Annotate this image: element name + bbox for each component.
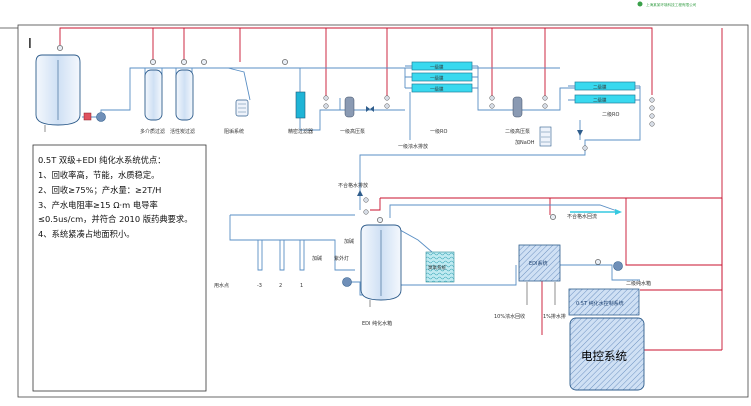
drain-label: 1%排水排: [543, 313, 566, 320]
svg-text:0.5T 纯化水控制系统: 0.5T 纯化水控制系统: [576, 300, 624, 307]
svg-text:一级RO: 一级RO: [430, 128, 447, 135]
raw-water-tank: [35, 45, 81, 132]
ro2-tube-2: 二级膜: [574, 94, 636, 104]
svg-text:一级膜: 一级膜: [430, 86, 444, 93]
instrument-cluster-5: [649, 97, 655, 127]
carbon-filter: 活性炭过滤: [170, 59, 195, 135]
precision-filter: 精密过滤器: [282, 59, 313, 135]
return-arrow-head: [615, 209, 622, 215]
point-minus3: -3: [257, 283, 262, 289]
up-arrow: [357, 190, 363, 196]
gauge-return: [550, 214, 556, 220]
panel-line-4: ≤0.5us/cm，并符合 2010 版药典要求。: [38, 214, 193, 224]
ro2-tube-1: 二级膜: [574, 81, 636, 91]
edi-system: EDI系统: [518, 244, 561, 282]
raw-valve-icon: [83, 112, 92, 121]
panel-line-5: 4、系统紧凑占地面积小。: [38, 229, 135, 239]
panel-line-2: 2、回收≥75%；产水量：≥2T/H: [38, 185, 161, 195]
instrument-cluster-2: [384, 95, 390, 109]
svg-text:精密过滤器: 精密过滤器: [288, 128, 313, 135]
raw-pump-icon: [96, 112, 106, 122]
svg-text:二级高压泵: 二级高压泵: [505, 128, 530, 135]
panel-line-3: 3、产水电阻率≥15 Ω·m 电导率: [38, 200, 158, 210]
high-pressure-pump-1: 一级高压泵: [340, 96, 365, 135]
gauge-edi-top: [363, 197, 369, 203]
ozone-system: 臭氧系统: [425, 251, 455, 283]
control-box: 0.5T 纯化水控制系统: [568, 288, 640, 316]
secondary-return-label: 二级纯水箱: [626, 280, 651, 287]
edi-pure-water-tank: EDI 纯化水箱: [360, 217, 402, 327]
add-alkali2-label: 加碱: [312, 255, 322, 262]
svg-text:多介质过滤: 多介质过滤: [140, 128, 165, 135]
naoh-dosing: 加NaOH: [515, 126, 552, 147]
legend-mark: I: [28, 37, 32, 52]
ro-stage-1: 一级膜 一级膜 一级膜 一级RO 一级浓水排放: [398, 61, 473, 150]
reuse-label: 10%浓水回收: [494, 313, 525, 320]
add-alkali-label: 加碱: [344, 238, 354, 245]
svg-text:加NaOH: 加NaOH: [515, 139, 535, 146]
secondary-pump-icon: [613, 261, 623, 271]
svg-text:一级膜: 一级膜: [430, 64, 444, 71]
gauge-edi: [595, 259, 601, 265]
svg-text:阻垢系统: 阻垢系统: [224, 128, 244, 135]
multi-media-filter: 多介质过滤: [140, 59, 165, 135]
ro-stage-2: 二级膜 二级膜 二级RO: [574, 81, 636, 118]
svg-text:二级膜: 二级膜: [593, 97, 607, 104]
unqualified-return-label: 不合格水回流: [567, 213, 597, 220]
svg-text:活性炭过滤: 活性炭过滤: [170, 128, 195, 135]
softener: 阻垢系统: [201, 59, 249, 135]
top-right-note: 上海某某环境科技工程有限公司: [646, 2, 697, 7]
point-1: 1: [300, 283, 303, 289]
svg-text:二级RO: 二级RO: [602, 111, 619, 118]
svg-text:臭氧系统: 臭氧系统: [428, 264, 446, 271]
edi-pump-icon: [342, 277, 352, 287]
panel-line-1: 1、回收率高，节能，水质稳定。: [38, 170, 159, 180]
svg-text:一级高压泵: 一级高压泵: [340, 128, 365, 135]
panel-line-0: 0.5T 双级+EDI 纯化水系统优点：: [38, 155, 166, 165]
svg-text:EDI系统: EDI系统: [529, 260, 547, 267]
ro1-tube-1: 一级膜: [411, 61, 473, 71]
advantage-panel: 0.5T 双级+EDI 纯化水系统优点： 1、回收率高，节能，水质稳定。 2、回…: [32, 144, 207, 392]
electric-control-system: 电控系统: [569, 317, 645, 391]
svg-text:一级浓水排放: 一级浓水排放: [398, 143, 428, 150]
valve-icon-1: [366, 106, 374, 112]
unqualified-drain-label: 不合格水排放: [338, 182, 368, 189]
use-point-label: 用水点: [214, 282, 229, 289]
instrument-cluster-1: [323, 95, 329, 109]
signal-lines: [59, 27, 723, 351]
high-pressure-pump-2: 二级高压泵: [505, 96, 530, 135]
ro1-tube-2: 一级膜: [411, 72, 473, 82]
svg-text:一级膜: 一级膜: [430, 75, 444, 82]
uv-label: 紫外灯: [334, 255, 349, 262]
outer-frame: [17, 24, 749, 398]
note-icon: [637, 1, 643, 7]
svg-text:EDI 纯化水箱: EDI 纯化水箱: [362, 320, 392, 327]
instrument-cluster-4: [542, 95, 548, 109]
instrument-cluster-3: [489, 95, 495, 109]
gauge-stage2: [582, 145, 588, 151]
svg-text:电控系统: 电控系统: [581, 349, 627, 363]
ro1-tube-3: 一级膜: [411, 83, 473, 93]
valve-icon-2: [577, 130, 583, 136]
gauge-edi-top2: [363, 209, 369, 215]
svg-text:二级膜: 二级膜: [593, 84, 607, 91]
point-2: 2: [279, 283, 282, 289]
